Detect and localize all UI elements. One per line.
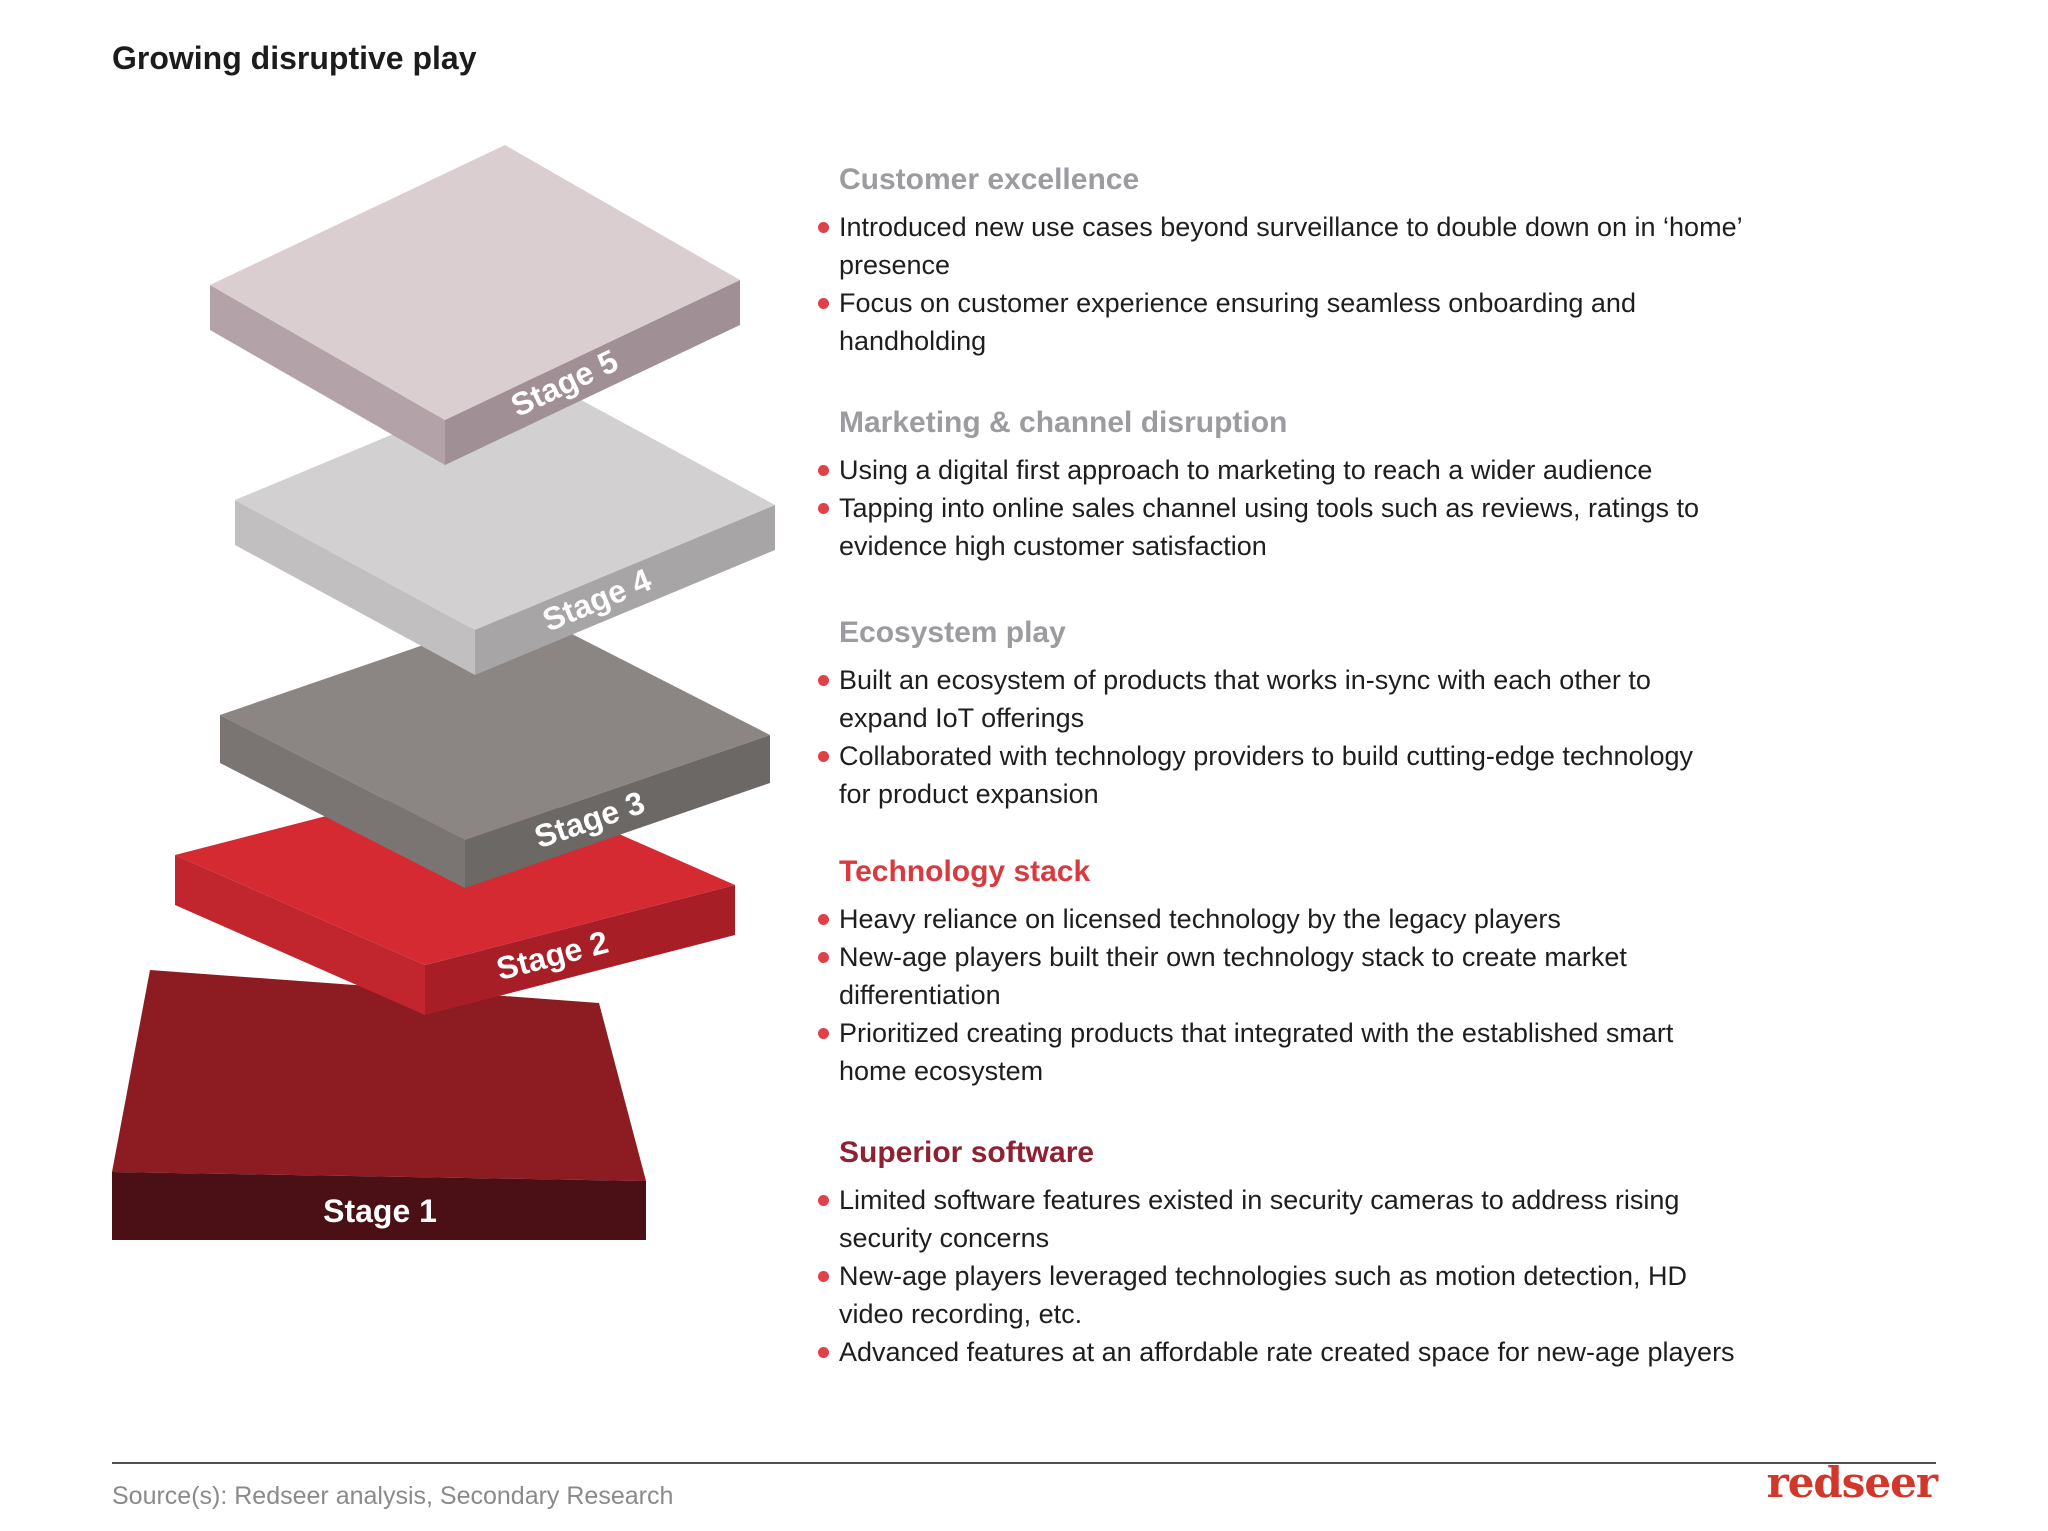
bullet-line: evidence high customer satisfaction [839, 531, 1267, 561]
bullet-line: Limited software features existed in sec… [839, 1185, 1680, 1215]
bullet-line: Tapping into online sales channel using … [839, 493, 1700, 523]
bullet-icon [818, 1195, 829, 1206]
stage-5-slab: Stage 5 [210, 145, 740, 465]
list-item: Advanced features at an affordable rate … [818, 1333, 1994, 1371]
stage-1-label: Stage 1 [323, 1193, 437, 1229]
source-note: Source(s): Redseer analysis, Secondary R… [112, 1482, 674, 1510]
section-marketing-channel-disruption: Marketing & channel disruption Using a d… [818, 403, 1994, 565]
section-ecosystem-play: Ecosystem play Built an ecosystem of pro… [818, 613, 1994, 813]
bullet-line: security concerns [839, 1223, 1050, 1253]
list-item: Focus on customer experience ensuring se… [818, 284, 1994, 360]
stage-4-front-face [475, 505, 775, 675]
stage-3-left-face [220, 715, 465, 888]
bullet-line: for product expansion [839, 779, 1099, 809]
bullet-line: video recording, etc. [839, 1299, 1083, 1329]
bullet-line: Prioritized creating products that integ… [839, 1018, 1674, 1048]
stage-2-left-face [175, 855, 425, 1015]
bullet-icon [818, 298, 829, 309]
bullet-icon [818, 675, 829, 686]
bullet-line: handholding [839, 326, 987, 356]
section-superior-software: Superior software Limited software featu… [818, 1133, 1994, 1371]
bullet-line: Introduced new use cases beyond surveill… [839, 212, 1743, 242]
section-heading: Superior software [839, 1136, 1095, 1169]
bullet-icon [818, 1028, 829, 1039]
stage-5-front-face [445, 280, 740, 465]
bullet-line: New-age players leveraged technologies s… [839, 1261, 1687, 1291]
bullet-line: home ecosystem [839, 1056, 1044, 1086]
bullet-line: New-age players built their own technolo… [839, 942, 1627, 972]
stage-4-slab: Stage 4 [235, 375, 775, 675]
bullet-icon [818, 751, 829, 762]
bullet-icon [818, 503, 829, 514]
stage-2-front-face [425, 885, 735, 1015]
bullet-line: Advanced features at an affordable rate … [839, 1337, 1735, 1367]
stage-1-front-face [112, 1172, 646, 1240]
list-item: Collaborated with technology providers t… [818, 737, 1994, 813]
list-item: New-age players leveraged technologies s… [818, 1257, 1994, 1333]
stage-4-top-face [235, 375, 775, 630]
list-item: Heavy reliance on licensed technology by… [818, 900, 1994, 938]
list-item: Introduced new use cases beyond surveill… [818, 208, 1994, 284]
bullet-line: expand IoT offerings [839, 703, 1085, 733]
bullet-line: Heavy reliance on licensed technology by… [839, 904, 1561, 934]
bullet-line: Collaborated with technology providers t… [839, 741, 1694, 771]
bullet-line: Using a digital first approach to market… [839, 455, 1653, 485]
bullet-icon [818, 1271, 829, 1282]
list-item: New-age players built their own technolo… [818, 938, 1994, 1014]
section-technology-stack: Technology stack Heavy reliance on licen… [818, 852, 1994, 1090]
stage-5-left-face [210, 285, 445, 465]
stage-1-slab: Stage 1 [112, 970, 646, 1240]
list-item: Using a digital first approach to market… [818, 451, 1994, 489]
bullet-icon [818, 952, 829, 963]
list-item: Built an ecosystem of products that work… [818, 661, 1994, 737]
bullet-line: differentiation [839, 980, 1001, 1010]
footer-divider [112, 1462, 1936, 1464]
page-title: Growing disruptive play [112, 40, 477, 76]
bullet-icon [818, 914, 829, 925]
section-heading: Customer excellence [839, 163, 1140, 196]
list-item: Prioritized creating products that integ… [818, 1014, 1994, 1090]
bullet-icon [818, 222, 829, 233]
bullet-line: presence [839, 250, 951, 280]
bullet-line: Built an ecosystem of products that work… [839, 665, 1651, 695]
redseer-logo: redseer [1766, 1458, 1938, 1507]
stage-3-top-face [220, 610, 770, 840]
list-item: Limited software features existed in sec… [818, 1181, 1994, 1257]
stage-4-left-face [235, 500, 475, 675]
stage-1-top-face [112, 970, 646, 1181]
section-heading: Technology stack [839, 855, 1091, 888]
stage-3-front-face [465, 735, 770, 888]
bullet-icon [818, 465, 829, 476]
stage-stack-diagram: Stage 1 Stage 2 Stage 3 Stage 4 Stage 5 [112, 145, 775, 1240]
bullet-line: Focus on customer experience ensuring se… [839, 288, 1636, 318]
list-item: Tapping into online sales channel using … [818, 489, 1994, 565]
section-heading: Ecosystem play [839, 616, 1066, 649]
bullet-icon [818, 1347, 829, 1358]
section-heading: Marketing & channel disruption [839, 406, 1288, 439]
section-customer-excellence: Customer excellence Introduced new use c… [818, 160, 1994, 360]
stage-5-top-face [210, 145, 740, 420]
